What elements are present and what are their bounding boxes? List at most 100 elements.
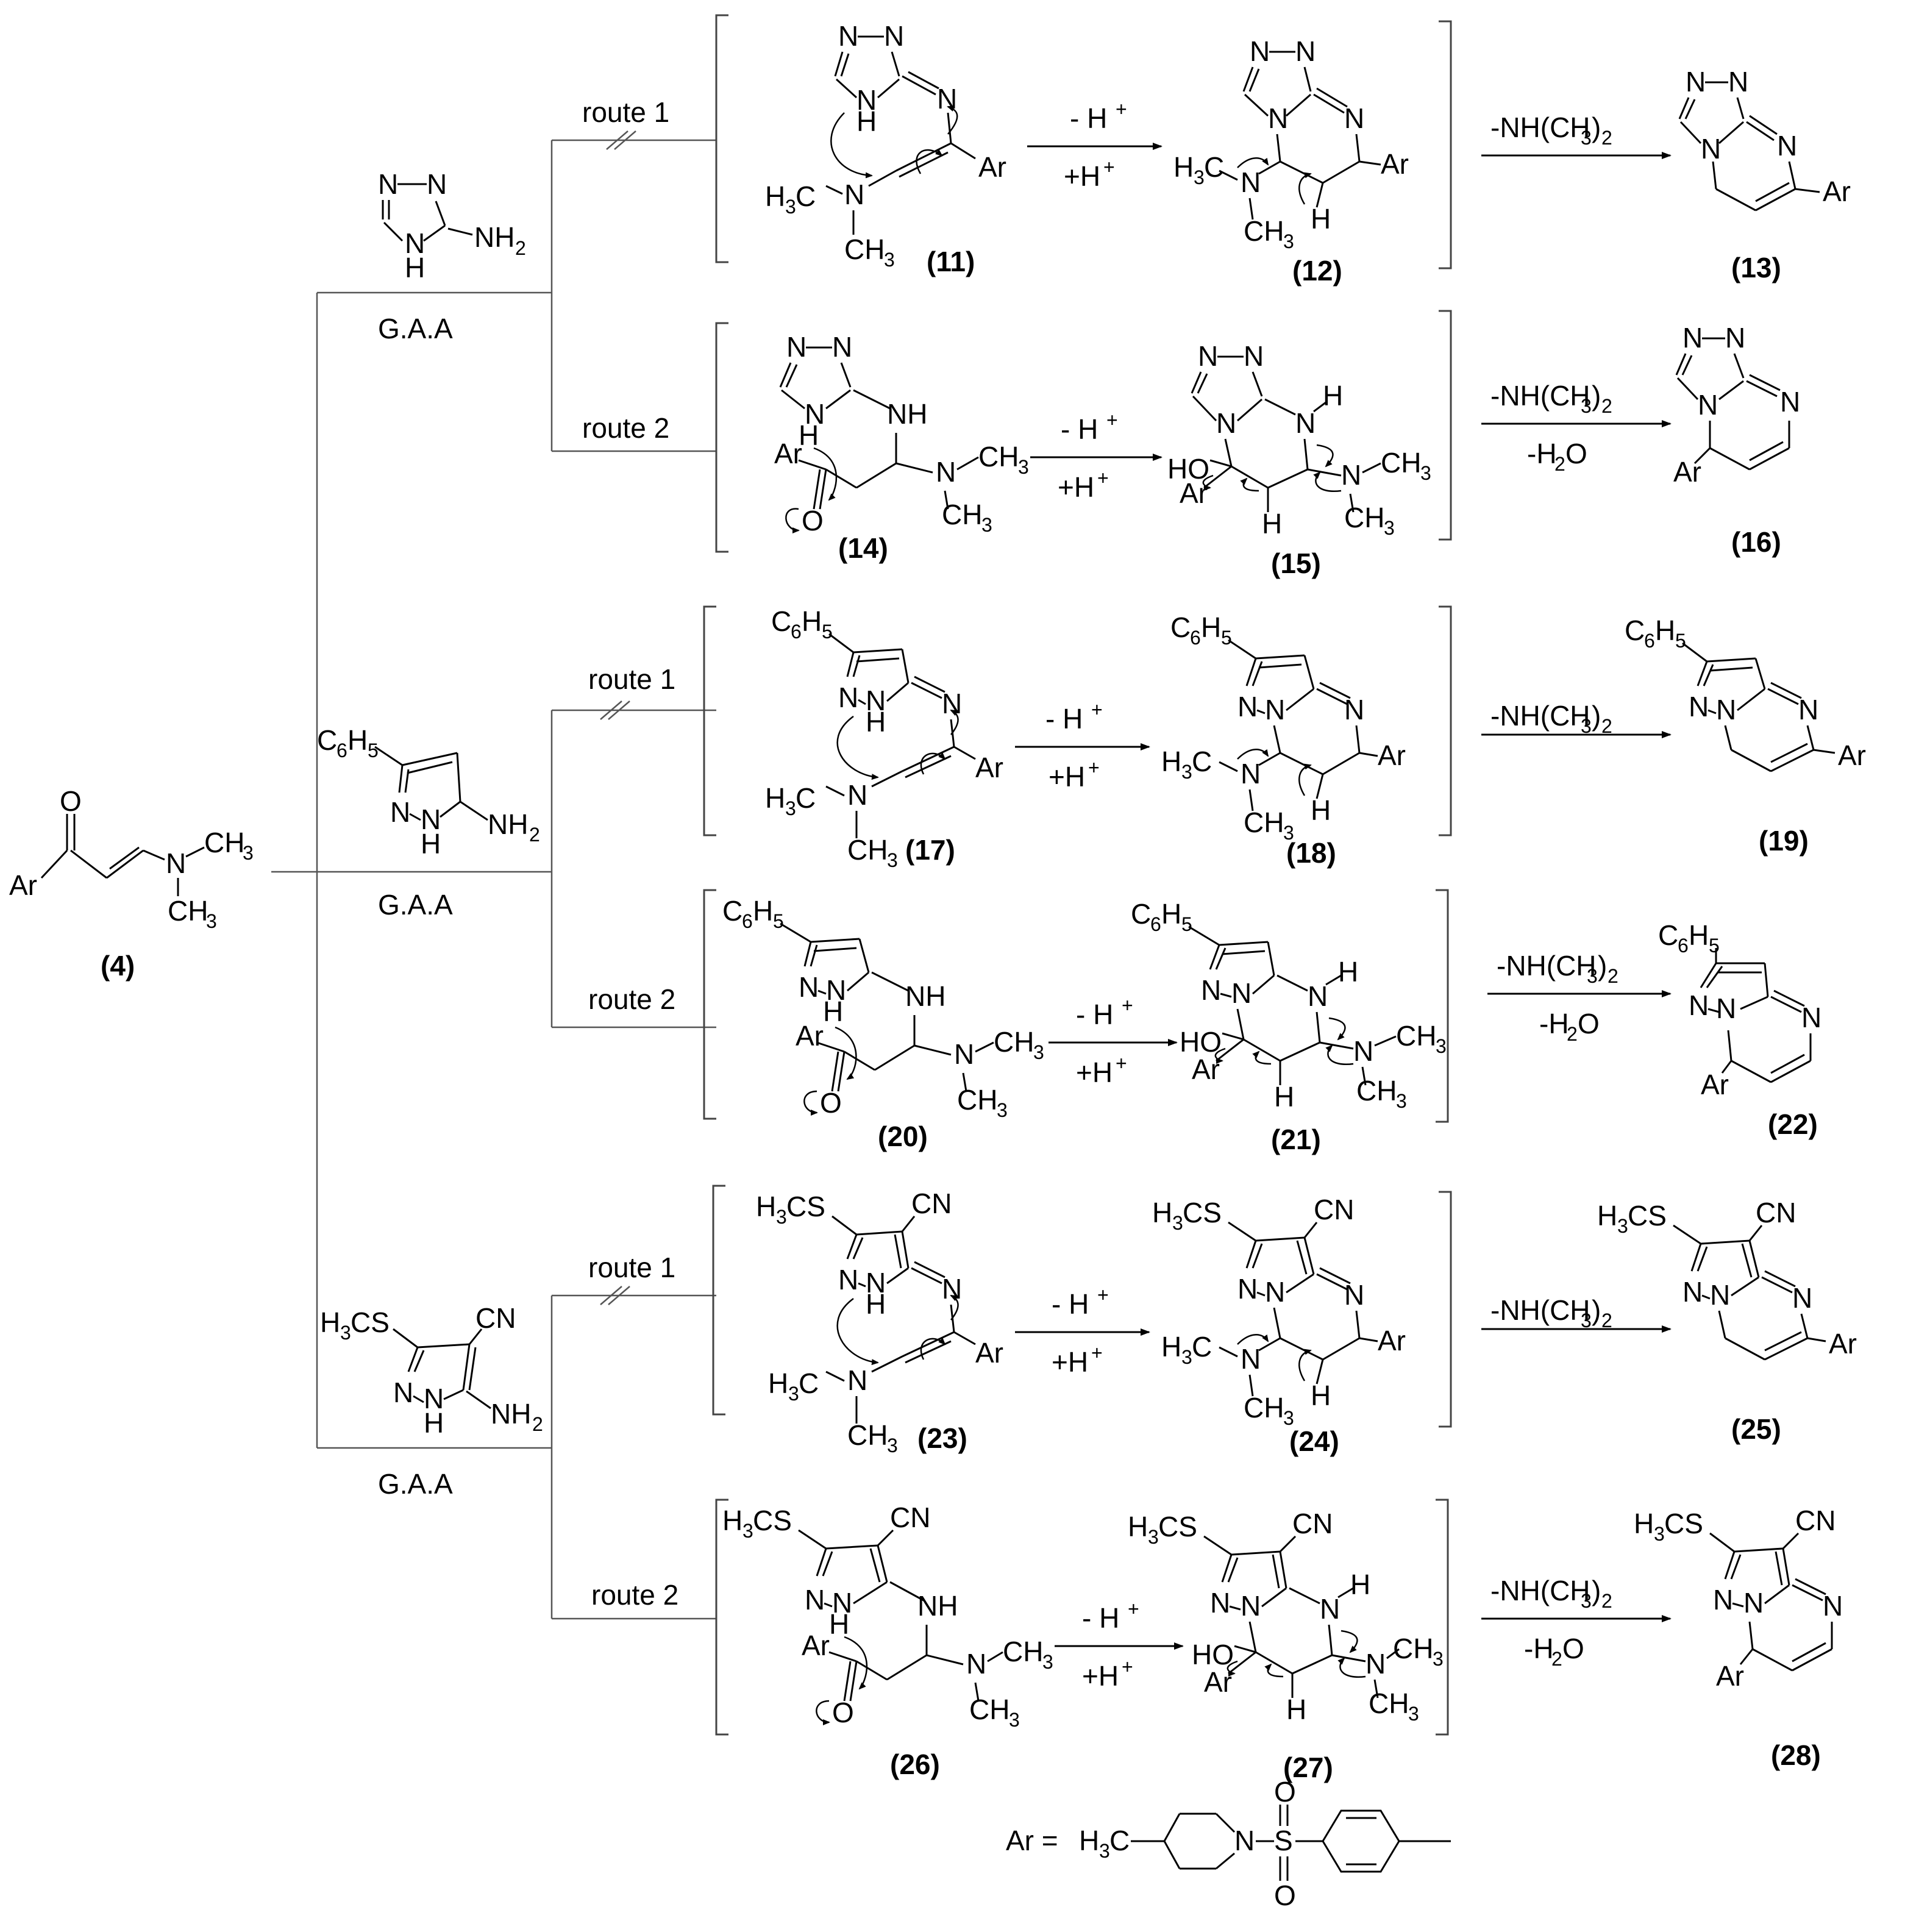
svg-text:HO: HO bbox=[1180, 1026, 1222, 1058]
svg-text:3: 3 bbox=[1384, 517, 1395, 539]
svg-text:5: 5 bbox=[1221, 627, 1232, 649]
svg-text:C: C bbox=[796, 782, 816, 814]
svg-text:N: N bbox=[1216, 407, 1236, 439]
svg-text:N: N bbox=[1686, 66, 1706, 98]
svg-text:3: 3 bbox=[1581, 1590, 1592, 1612]
svg-text:H: H bbox=[1128, 1511, 1148, 1542]
svg-text:CH: CH bbox=[1381, 447, 1421, 479]
svg-text:CN: CN bbox=[911, 1188, 952, 1219]
compound-id-17: (17) bbox=[905, 834, 955, 866]
svg-text:H: H bbox=[1323, 380, 1343, 412]
svg-text:CH: CH bbox=[1393, 1633, 1433, 1664]
svg-text:H: H bbox=[1597, 1200, 1617, 1232]
svg-text:N: N bbox=[1777, 130, 1797, 162]
svg-text:CH: CH bbox=[844, 233, 885, 265]
svg-text:3: 3 bbox=[243, 842, 254, 864]
svg-text:N: N bbox=[1823, 1590, 1843, 1622]
svg-text:N: N bbox=[1344, 102, 1364, 134]
svg-text:CN: CN bbox=[1292, 1508, 1333, 1539]
svg-text:+: + bbox=[1122, 1656, 1133, 1678]
svg-text:H: H bbox=[421, 828, 441, 860]
svg-text:CH: CH bbox=[1369, 1688, 1409, 1719]
svg-text:+: + bbox=[1106, 409, 1118, 431]
svg-text:N: N bbox=[1320, 1593, 1340, 1625]
svg-text:): ) bbox=[1592, 112, 1601, 143]
svg-text:Ar: Ar bbox=[9, 869, 37, 901]
svg-text:N: N bbox=[1201, 974, 1221, 1006]
route-label: route 2 bbox=[591, 1579, 678, 1611]
svg-text:N: N bbox=[1241, 166, 1261, 198]
svg-text:H: H bbox=[405, 252, 425, 283]
svg-text:N: N bbox=[847, 1364, 867, 1396]
svg-text:-H: -H bbox=[1539, 1008, 1569, 1039]
svg-text:O: O bbox=[820, 1087, 842, 1119]
compound-id-22: (22) bbox=[1768, 1108, 1818, 1140]
svg-text:Ar: Ar bbox=[1204, 1666, 1232, 1698]
svg-text:N: N bbox=[866, 1267, 886, 1299]
svg-text:N: N bbox=[805, 398, 825, 430]
svg-text:H: H bbox=[1173, 151, 1194, 183]
svg-text:-NH(CH: -NH(CH bbox=[1490, 1294, 1590, 1326]
svg-text:Ar: Ar bbox=[1716, 1660, 1744, 1692]
svg-text:N: N bbox=[1265, 1276, 1285, 1308]
svg-text:3: 3 bbox=[1654, 1523, 1665, 1545]
svg-text:6: 6 bbox=[336, 740, 347, 761]
svg-text:H: H bbox=[1079, 1825, 1099, 1856]
svg-text:H: H bbox=[765, 180, 785, 212]
svg-text:N: N bbox=[942, 1273, 962, 1305]
compound-id-25: (25) bbox=[1731, 1413, 1781, 1445]
svg-text:Ar: Ar bbox=[1823, 176, 1851, 207]
svg-text:3: 3 bbox=[1587, 965, 1598, 987]
svg-text:-NH(CH: -NH(CH bbox=[1497, 950, 1597, 982]
svg-text:): ) bbox=[1592, 380, 1601, 412]
svg-text:N: N bbox=[1308, 980, 1328, 1012]
svg-text:2: 2 bbox=[1601, 715, 1612, 737]
svg-text:O: O bbox=[1565, 438, 1587, 469]
svg-text:H: H bbox=[1201, 611, 1221, 643]
svg-text:3: 3 bbox=[1617, 1215, 1628, 1237]
svg-text:2: 2 bbox=[1601, 1590, 1612, 1612]
svg-text:N: N bbox=[1198, 340, 1218, 372]
svg-text:N: N bbox=[1241, 758, 1261, 790]
compound-id-18: (18) bbox=[1286, 837, 1336, 869]
svg-text:3: 3 bbox=[1018, 456, 1029, 478]
svg-text:3: 3 bbox=[1396, 1090, 1407, 1112]
svg-text:2: 2 bbox=[515, 237, 526, 259]
svg-text:- H: - H bbox=[1070, 102, 1107, 134]
svg-text:N: N bbox=[1798, 694, 1818, 725]
svg-text:CH: CH bbox=[994, 1026, 1034, 1058]
svg-text:H: H bbox=[768, 1367, 788, 1399]
svg-text:CN: CN bbox=[1314, 1194, 1354, 1225]
svg-text:N: N bbox=[936, 456, 956, 488]
svg-text:C: C bbox=[1204, 151, 1224, 183]
proton-transfer-labels: - H+ +H+ - H+ +H+ - H+ +H+ - H+ +H+ - H+… bbox=[1045, 98, 1139, 1692]
svg-text:N: N bbox=[1682, 1276, 1703, 1308]
svg-text:6: 6 bbox=[1678, 935, 1689, 957]
svg-text:N: N bbox=[390, 796, 410, 828]
svg-text:O: O bbox=[1274, 1880, 1296, 1911]
svg-text:N: N bbox=[884, 20, 904, 52]
svg-text:CN: CN bbox=[1795, 1505, 1836, 1536]
svg-text:N: N bbox=[954, 1038, 974, 1070]
svg-text:5: 5 bbox=[1181, 913, 1192, 935]
svg-text:N: N bbox=[166, 847, 186, 879]
svg-text:3: 3 bbox=[742, 1520, 753, 1542]
svg-text:5: 5 bbox=[1709, 935, 1720, 957]
svg-text:N: N bbox=[1698, 389, 1718, 421]
compound-id-16: (16) bbox=[1731, 526, 1781, 558]
structure-14: N N NH NH O Ar N CH3 CH3 bbox=[774, 331, 1029, 536]
svg-text:CH: CH bbox=[1356, 1075, 1397, 1107]
svg-text:+: + bbox=[1116, 1052, 1127, 1074]
svg-text:N: N bbox=[866, 685, 886, 716]
structure-13: N N N N Ar bbox=[1678, 66, 1851, 212]
svg-text:2: 2 bbox=[1601, 1310, 1612, 1331]
compound-id-20: (20) bbox=[878, 1121, 928, 1152]
compound-id-23: (23) bbox=[917, 1422, 967, 1454]
